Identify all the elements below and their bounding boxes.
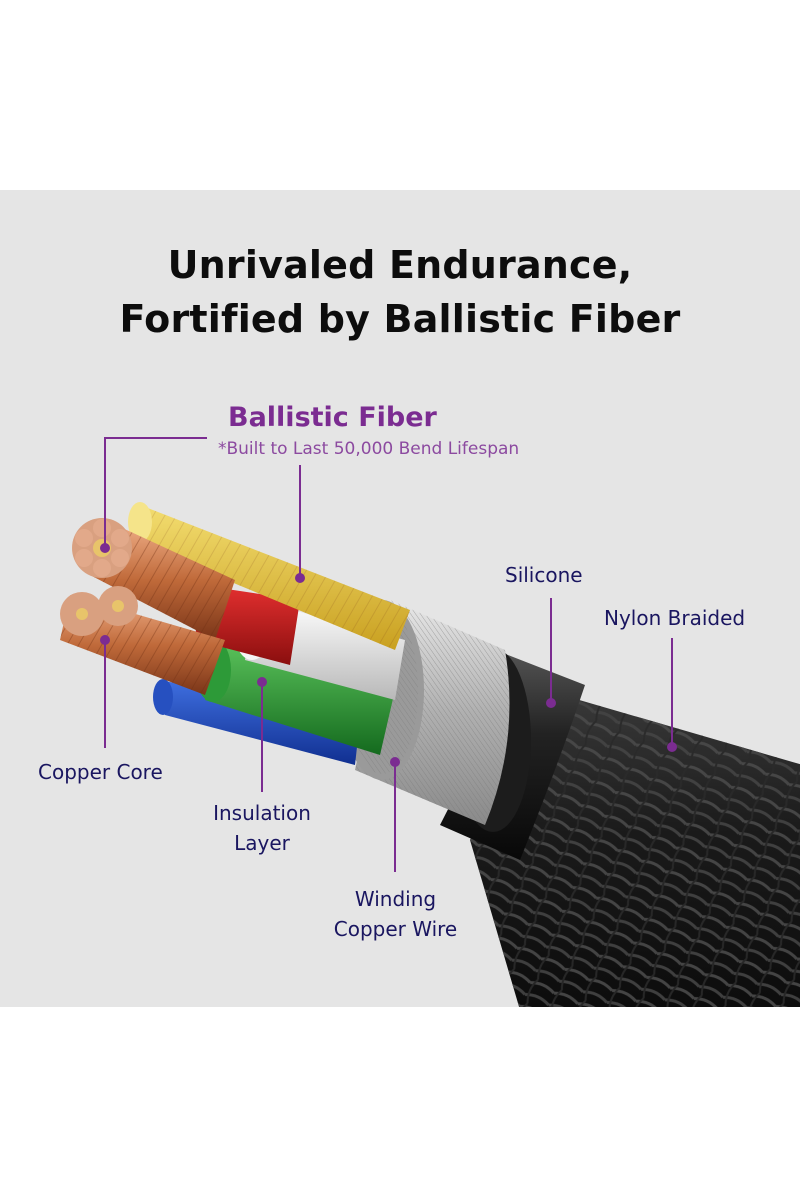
insulation-layer-line-1: Insulation	[213, 801, 311, 825]
winding-copper-wire-line-1: Winding	[354, 887, 437, 911]
winding-copper-wire-label: Winding Copper Wire	[318, 884, 473, 944]
callout-lines	[104, 437, 673, 872]
copper-core-label: Copper Core	[38, 760, 163, 784]
callout-dots	[100, 543, 677, 767]
headline-line-1: Unrivaled Endurance,	[167, 243, 633, 287]
ballistic-fiber-leader-left	[104, 437, 207, 548]
insulation-layer-line-2: Layer	[234, 831, 290, 855]
headline: Unrivaled Endurance, Fortified by Ballis…	[0, 238, 800, 346]
silicone-label: Silicone	[505, 563, 583, 587]
ballistic-fiber-bundle	[128, 502, 410, 650]
headline-line-2: Fortified by Ballistic Fiber	[119, 297, 681, 341]
lower-copper-core	[60, 586, 225, 695]
nylon-braided-label: Nylon Braided	[604, 606, 746, 630]
ballistic-fiber-note: *Built to Last 50,000 Bend Lifespan	[218, 439, 520, 459]
insulation-layer-label: Insulation Layer	[197, 798, 327, 858]
ballistic-fiber-label: Ballistic Fiber	[228, 402, 437, 433]
winding-copper-wire-line-2: Copper Wire	[333, 917, 458, 941]
